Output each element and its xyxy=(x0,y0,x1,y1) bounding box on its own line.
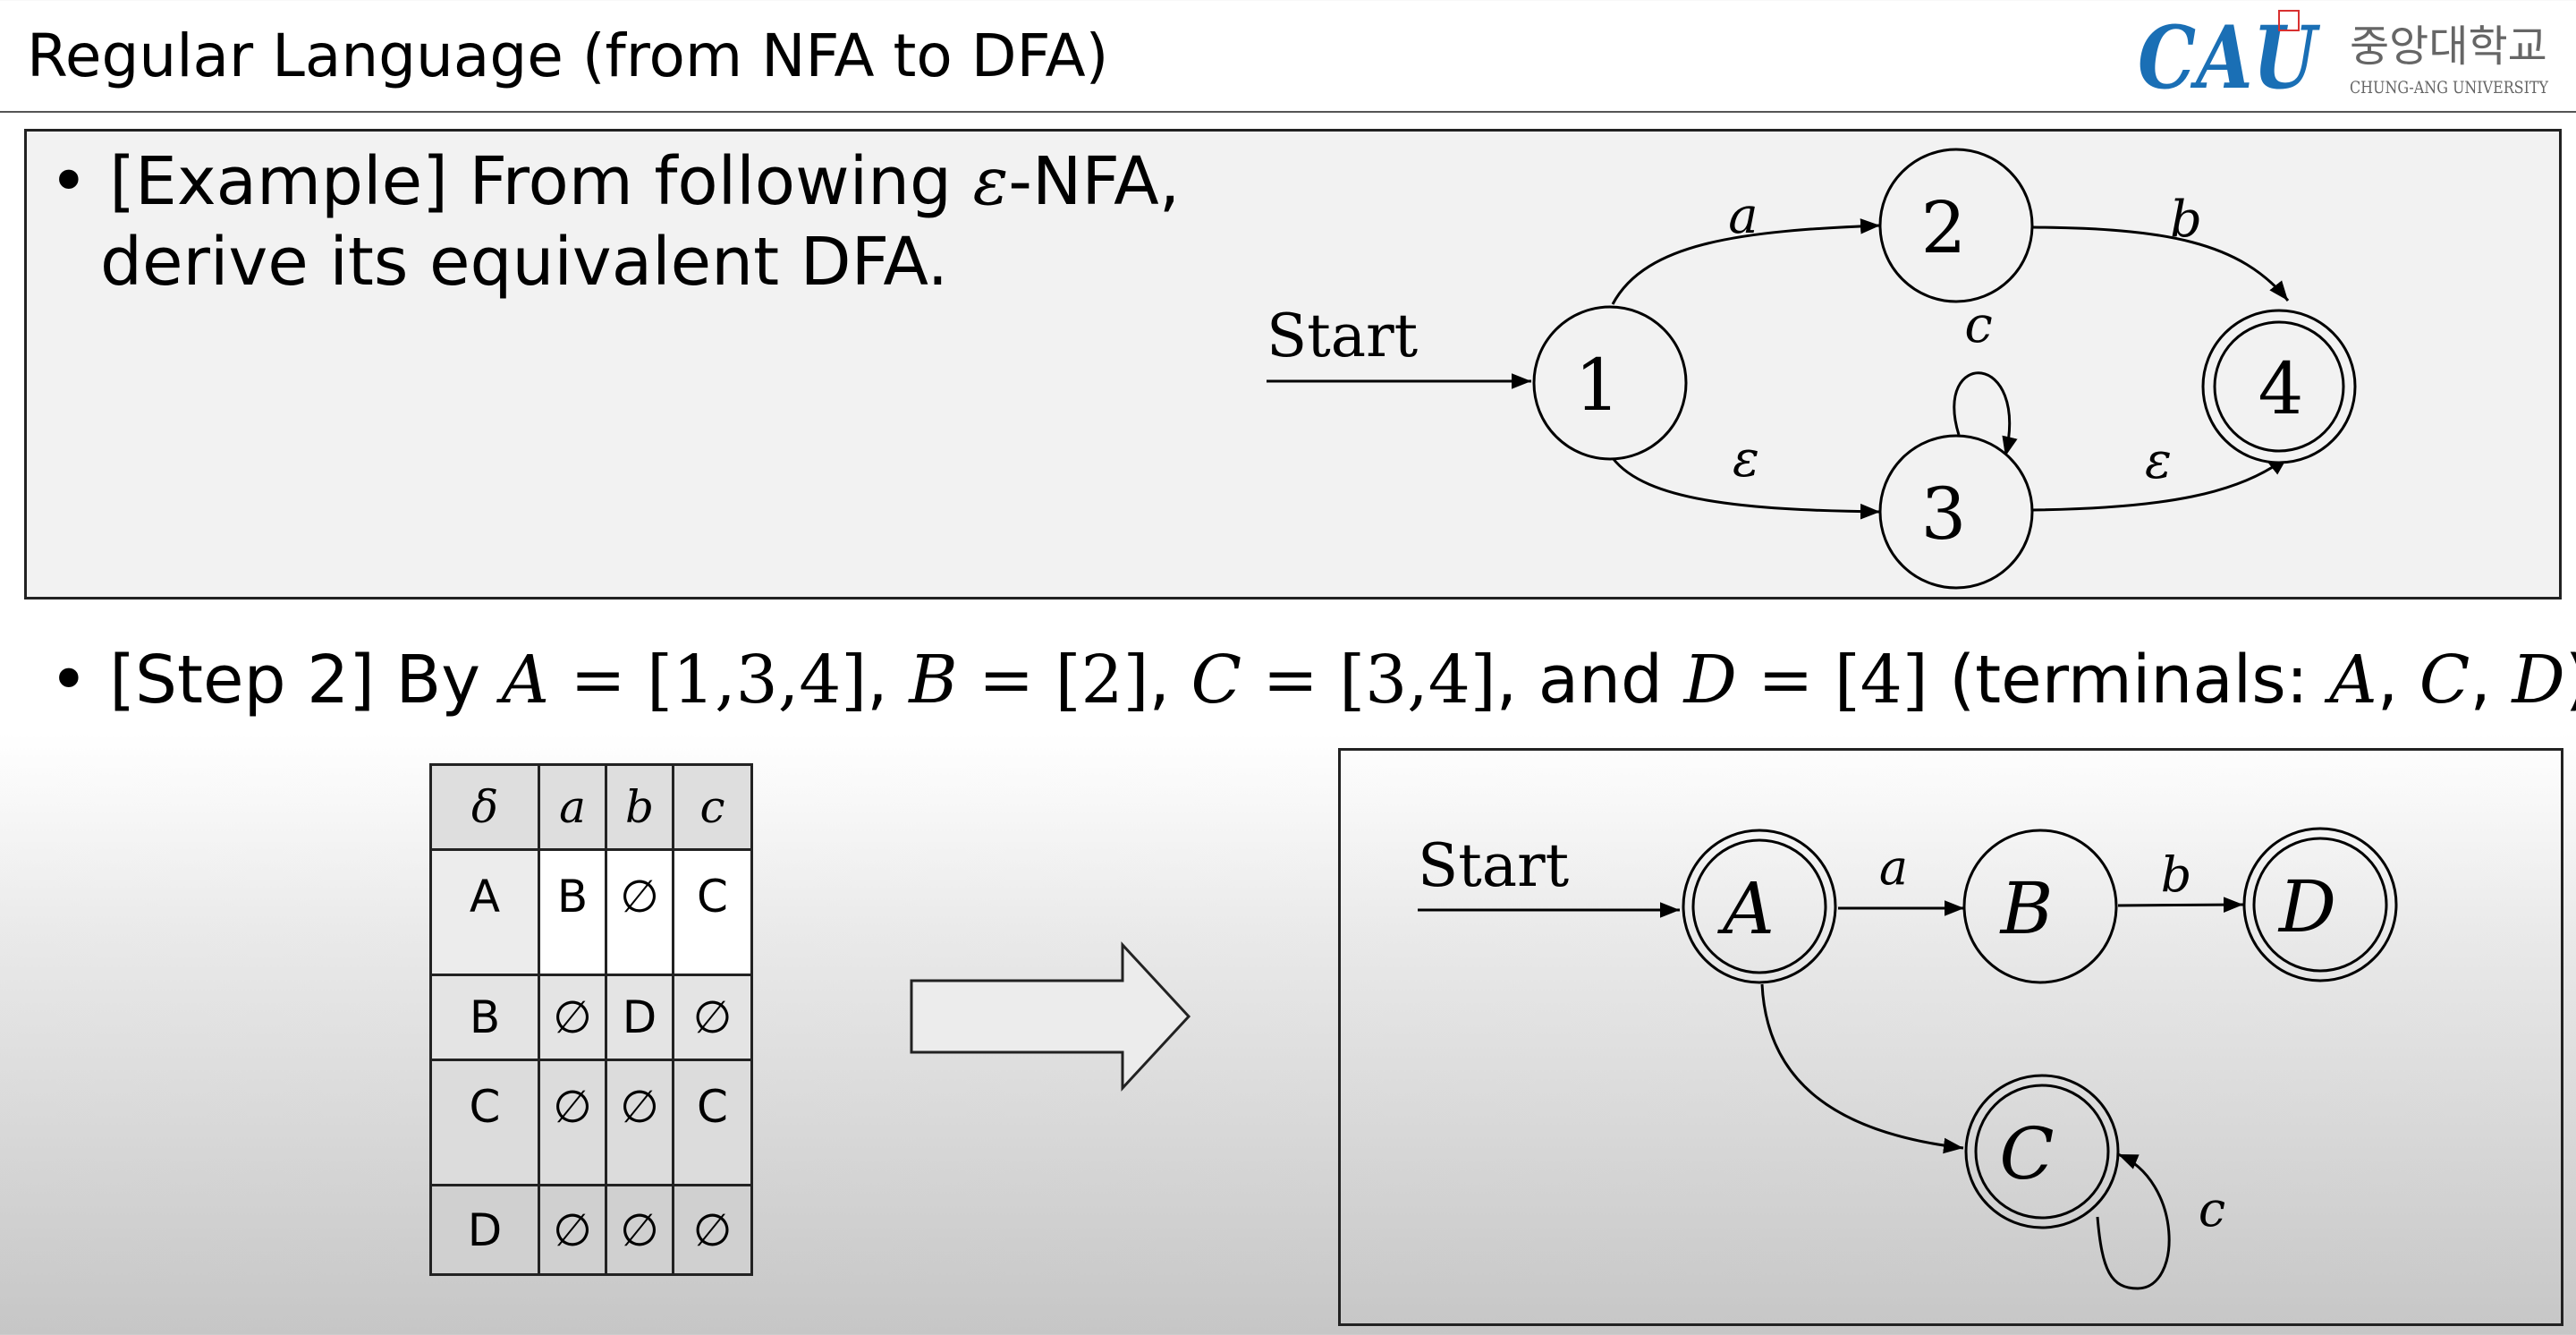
example-bullet-line2: derive its equivalent DFA. xyxy=(100,224,949,301)
dfa-edge-A-C xyxy=(1760,983,1964,1154)
step2-bullet: • [Step 2] By A = [1,3,4], B = [2], C = … xyxy=(49,642,2576,719)
nfa-edge-1-2 xyxy=(1611,218,1881,305)
nfa-label-eps2: ε xyxy=(2145,432,2172,490)
table-header: δ xyxy=(429,763,540,851)
nfa-state-4-inner xyxy=(2213,320,2345,453)
table-cell: B xyxy=(429,974,540,1061)
university-logo: CAU 중앙대학교 CHUNG-ANG UNIVERSITY xyxy=(2138,7,2548,108)
nfa-state-4 xyxy=(2201,309,2357,464)
table-header: c xyxy=(672,763,753,851)
table-cell: C xyxy=(672,1059,753,1186)
dfa-start-label: Start xyxy=(1418,831,1569,900)
nfa-edge-3-3 xyxy=(1953,371,2018,457)
example-frame xyxy=(24,129,2562,599)
dfa-state-A xyxy=(1682,829,1837,984)
slide-title: Regular Language (from NFA to DFA) xyxy=(27,21,1109,90)
table-cell: D xyxy=(605,974,674,1061)
dfa-state-A-label: A xyxy=(1716,867,1775,950)
nfa-label-b: b xyxy=(2170,191,2202,249)
dfa-state-D xyxy=(2242,827,2398,982)
dfa-label-c: c xyxy=(2199,1181,2225,1237)
logo-korean-name: 중앙대학교 xyxy=(2350,21,2547,72)
table-cell: A xyxy=(429,848,540,976)
table-cell: ∅ xyxy=(538,1059,607,1186)
nfa-state-4-label: 4 xyxy=(2258,347,2304,430)
nfa-edge-3-4 xyxy=(2031,455,2289,512)
nfa-state-1-label: 1 xyxy=(1575,344,1621,427)
nfa-state-2-label: 2 xyxy=(1921,186,1967,269)
table-cell: ∅ xyxy=(538,974,607,1061)
conversion-arrow xyxy=(910,941,1191,1092)
nfa-state-2 xyxy=(1878,148,2034,303)
dfa-state-D-inner xyxy=(2252,837,2388,973)
example-bullet-line1: • [Example] From following ε-NFA, xyxy=(49,143,1181,220)
dfa-label-b: b xyxy=(2161,846,2192,903)
table-cell: C xyxy=(672,848,753,976)
nfa-state-3-label: 3 xyxy=(1921,472,1967,556)
dfa-state-C-inner xyxy=(1974,1084,2110,1220)
nfa-label-a: a xyxy=(1728,187,1758,245)
table-cell: ∅ xyxy=(605,1059,674,1186)
table-header: b xyxy=(605,763,674,851)
nfa-edge-1-3 xyxy=(1611,457,1881,520)
table-cell: ∅ xyxy=(672,974,753,1061)
title-divider xyxy=(0,111,2576,113)
dfa-edge-C-C xyxy=(2096,1152,2171,1290)
nfa-start-label: Start xyxy=(1267,302,1418,370)
transition-table: δ a b c A B ∅ C B ∅ D ∅ C ∅ ∅ C D ∅ ∅ ∅ xyxy=(429,763,753,1276)
dfa-label-a: a xyxy=(1879,839,1908,896)
dfa-frame xyxy=(1338,748,2563,1326)
dfa-state-D-label: D xyxy=(2277,865,2336,948)
nfa-state-3 xyxy=(1878,434,2034,590)
dfa-state-B xyxy=(1962,829,2118,984)
dfa-edge-B-D xyxy=(2117,897,2244,913)
table-cell: ∅ xyxy=(605,1184,674,1276)
table-cell: B xyxy=(538,848,607,976)
logo-english-name: CHUNG-ANG UNIVERSITY xyxy=(2350,78,2548,98)
logo-cau-text: CAU xyxy=(2138,7,2321,108)
nfa-edge-2-4 xyxy=(2031,225,2290,302)
dfa-state-C-label: C xyxy=(1999,1112,2054,1195)
nfa-label-c: c xyxy=(1964,296,1992,354)
table-cell: ∅ xyxy=(605,848,674,976)
table-cell: D xyxy=(429,1184,540,1276)
nfa-label-eps1: ε xyxy=(1733,430,1759,489)
logo-red-square xyxy=(2278,10,2300,31)
table-cell: ∅ xyxy=(538,1184,607,1276)
dfa-state-B-label: B xyxy=(1999,867,2054,950)
table-cell: C xyxy=(429,1059,540,1186)
nfa-state-1 xyxy=(1532,305,1688,461)
table-header: a xyxy=(538,763,607,851)
dfa-state-C xyxy=(1964,1074,2120,1229)
dfa-state-A-inner xyxy=(1691,838,1827,974)
table-cell: ∅ xyxy=(672,1184,753,1276)
